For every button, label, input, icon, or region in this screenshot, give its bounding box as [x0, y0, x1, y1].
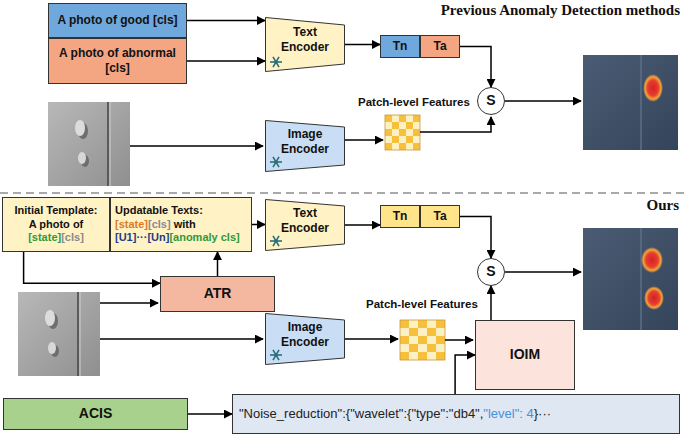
connector-arrow — [345, 44, 380, 46]
section-title: Ours — [646, 197, 679, 214]
connector-arrow — [187, 20, 265, 22]
node-text: ACIS — [79, 405, 112, 423]
connector-arrow — [490, 286, 492, 320]
feature-grid — [400, 320, 445, 360]
node-label: Tn — [393, 209, 408, 223]
node-text: ATR — [204, 285, 232, 303]
node-text: Tn — [393, 39, 408, 54]
similarity-circle: S — [477, 258, 505, 286]
connector-arrow — [460, 47, 491, 88]
image-encoder: Image Encoder — [265, 120, 345, 172]
flow-arrow — [100, 101, 581, 340]
node-label: A photo of good [cls] — [57, 13, 177, 27]
text-encoder: Text Encoder — [265, 199, 345, 251]
anomaly-map — [583, 228, 678, 330]
node-text: Ta — [433, 39, 446, 54]
node-text: Text Encoder — [274, 25, 336, 55]
connector-arrow — [455, 355, 475, 394]
node-label: S — [486, 92, 495, 108]
connector-arrow — [345, 224, 380, 226]
node-text: "Noise_reduction":{"wavelet":{"type":"db… — [239, 406, 551, 422]
node-label: [state] — [115, 218, 148, 230]
connector-arrow — [217, 252, 219, 276]
node-label: Text Encoder — [281, 206, 329, 235]
input-image — [18, 292, 100, 376]
section-divider — [0, 192, 685, 193]
connector-arrow — [252, 224, 265, 226]
node-label: }··· — [534, 406, 551, 421]
node-label: Tn — [393, 39, 408, 53]
node-label: [Un] — [147, 231, 169, 243]
node-text: S — [486, 263, 495, 281]
text-feature-box: Ta — [420, 205, 460, 228]
node-label: [cls] — [148, 218, 171, 230]
node-label: Image Encoder — [281, 320, 329, 349]
node-label: Ta — [433, 39, 446, 53]
node-label: A photo of — [29, 218, 84, 230]
node-text: Image Encoder — [274, 320, 336, 350]
node-text: Ta — [433, 209, 446, 224]
feature-label: Patch-level Features — [366, 298, 478, 310]
connector-arrow — [24, 252, 160, 283]
node-label: Ta — [433, 209, 446, 223]
text-feature-box: Tn — [380, 205, 420, 228]
similarity-circle: S — [477, 87, 505, 115]
node-label: Updatable Texts: — [115, 204, 203, 216]
prompt-box: A photo of abnormal [cls] — [48, 38, 187, 84]
feature-label: Patch-level Features — [358, 96, 470, 108]
node-text: Initial Template: A photo of[state][cls] — [15, 204, 98, 245]
node-label: Initial Template: — [15, 204, 98, 216]
node-label: "Noise_reduction":{"wavelet":{"type":"db… — [239, 406, 483, 421]
node-label: Text Encoder — [281, 25, 329, 54]
prompt-box: A photo of good [cls] — [48, 3, 187, 38]
text-feature-box: Tn — [380, 35, 420, 58]
image-encoder: Image Encoder — [265, 313, 345, 365]
node-text: Text Encoder — [274, 206, 336, 236]
connector-arrow — [188, 413, 232, 415]
node-label: Image Encoder — [281, 127, 329, 156]
input-image — [48, 102, 130, 186]
node-text: A photo of abnormal [cls] — [55, 46, 180, 76]
node-text: Image Encoder — [274, 127, 336, 157]
node-text: Updatable Texts:[state][cls]with[U1]···[… — [115, 204, 240, 245]
node-label: IOIM — [510, 346, 540, 362]
node-label: ATR — [204, 285, 232, 301]
template-box: Initial Template: A photo of[state][cls] — [2, 197, 110, 252]
node-label: ··· — [136, 231, 147, 243]
text-encoder: Text Encoder — [265, 17, 345, 72]
node-text: A photo of good [cls] — [57, 13, 177, 28]
node-label: [cls] — [61, 231, 84, 243]
node-label: S — [486, 263, 495, 279]
anomaly-map — [583, 55, 678, 150]
node-label: [U1] — [115, 231, 136, 243]
text-feature-box: Ta — [420, 35, 460, 58]
module-box: ACIS — [3, 398, 188, 430]
node-label: A photo of abnormal [cls] — [59, 46, 176, 75]
module-box: IOIM — [475, 320, 575, 390]
node-label: [anomaly cls] — [169, 231, 239, 243]
node-label: "level": 4 — [483, 406, 533, 421]
feature-grid — [385, 115, 420, 150]
node-text: IOIM — [510, 346, 540, 364]
connector-arrow — [187, 60, 265, 62]
module-box: ATR — [160, 276, 275, 312]
node-label: [state] — [28, 231, 61, 243]
node-label: with — [174, 218, 196, 230]
node-text: S — [486, 92, 495, 110]
node-label: ACIS — [79, 405, 112, 421]
config-box: "Noise_reduction":{"wavelet":{"type":"db… — [232, 394, 680, 434]
section-title: Previous Anomaly Detection methods — [441, 2, 680, 19]
connector-arrow — [460, 217, 491, 259]
node-text: Tn — [393, 209, 408, 224]
template-box: Updatable Texts:[state][cls]with[U1]···[… — [110, 197, 252, 252]
